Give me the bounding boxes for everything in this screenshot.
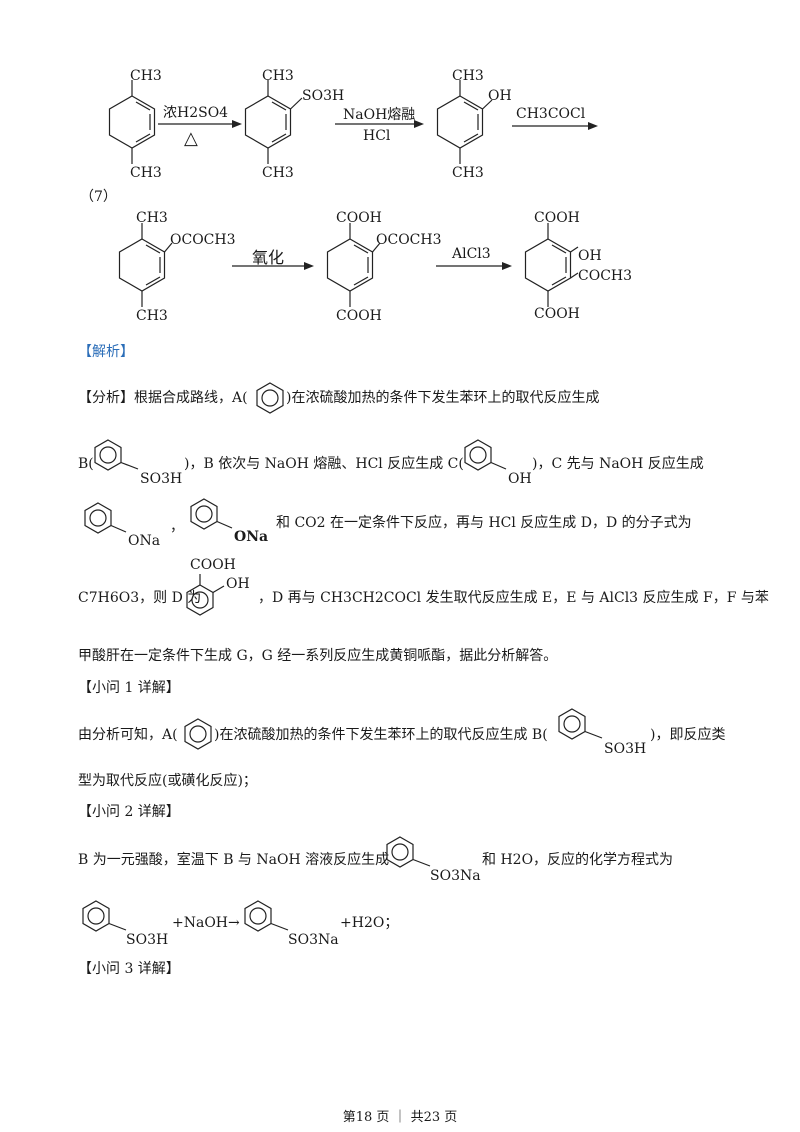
benzenesulfonic-acid-icon <box>82 900 127 932</box>
benzene-ring-icon <box>244 80 303 164</box>
q2-line1a: B 为一元强酸，室温下 B 与 NaOH 溶液反应生成 <box>78 852 390 868</box>
s2-m1-top-group: CH3 <box>136 210 168 226</box>
reaction-arrow-icon <box>158 120 242 128</box>
arrow3-reagent: CH3COCl <box>516 106 586 122</box>
q1-line1c: )，即反应类 <box>650 727 726 743</box>
fenxi-line1a: 【分析】根据合成路线，A( <box>78 390 248 406</box>
salicylic-acid-icon <box>186 574 225 616</box>
fenxi-line5: 甲酸肝在一定条件下生成 G，G 经一系列反应生成黄铜哌酯，据此分析解答。 <box>78 648 558 664</box>
s2-m1-substituent: OCOCH3 <box>170 232 236 248</box>
fenxi-c-substituent: OH <box>508 471 532 487</box>
sodium-benzenesulfonate-icon <box>244 900 289 932</box>
question-7-label: （7） <box>80 189 117 205</box>
arrow1-reagent: 浓H2SO4 <box>163 105 229 121</box>
benzene-ring-icon <box>436 80 493 164</box>
s2-m2-bottom-group: COOH <box>336 308 382 324</box>
q1-line1a: 由分析可知，A( <box>78 727 178 743</box>
eq-product-substituent: SO3Na <box>288 932 339 948</box>
benzenesulfonic-acid-icon <box>558 708 603 740</box>
benzene-icon <box>256 382 284 414</box>
phenol-icon <box>464 439 507 471</box>
arrow2-reagent: NaOH熔融 <box>343 107 416 123</box>
q1-b-substituent: SO3H <box>604 741 647 757</box>
arrow2-workup: HCl <box>363 128 391 144</box>
fenxi-d-hydroxyl: OH <box>226 576 250 592</box>
eq-end: +H2O； <box>340 915 399 931</box>
fenxi-line2a: B( <box>78 456 94 472</box>
benzene-ring-icon <box>108 80 156 164</box>
lewis-acid-reagent: AlCl3 <box>452 246 491 262</box>
reaction-arrow-icon <box>335 120 424 128</box>
m2-substituent: SO3H <box>302 88 345 104</box>
m3-bottom-group: CH3 <box>452 165 484 181</box>
benzene-ring-icon <box>524 223 579 307</box>
s2-m3-acetyl: COCH3 <box>578 268 633 284</box>
fenxi-line4b: ，D 再与 CH3CH2COCl 发生取代反应生成 E，E 与 AlCl3 反应… <box>258 590 769 606</box>
q3-heading: 【小问 3 详解】 <box>78 961 180 977</box>
m1-bottom-group: CH3 <box>130 165 162 181</box>
sodium-phenoxide-icon <box>190 498 233 530</box>
fenxi-d-carboxyl: COOH <box>190 557 236 573</box>
reaction-arrow-icon <box>436 262 512 270</box>
q1-heading: 【小问 1 详解】 <box>78 680 180 696</box>
fenxi-comma: ， <box>170 519 184 535</box>
m2-bottom-group: CH3 <box>262 165 294 181</box>
m3-top-group: CH3 <box>452 68 484 84</box>
benzene-ring-icon <box>118 223 173 307</box>
s2-m1-bottom-group: CH3 <box>136 308 168 324</box>
fenxi-phenoxide2: ONa <box>234 529 269 545</box>
fenxi-phenoxide1: ONa <box>128 533 161 549</box>
m1-top-group: CH3 <box>130 68 162 84</box>
fenxi-line3: 和 CO2 在一定条件下反应，再与 HCl 反应生成 D，D 的分子式为 <box>276 515 692 531</box>
benzene-icon <box>184 718 212 750</box>
fenxi-line2b: )，B 依次与 NaOH 熔融、HCl 反应生成 C( <box>184 456 464 472</box>
s2-m2-substituent: OCOCH3 <box>376 232 442 248</box>
fenxi-line2c: )，C 先与 NaOH 反应生成 <box>532 456 704 472</box>
m3-substituent: OH <box>488 88 512 104</box>
m2-top-group: CH3 <box>262 68 294 84</box>
fenxi-b-substituent: SO3H <box>140 471 183 487</box>
sodium-benzenesulfonate-icon <box>386 836 431 868</box>
q2-heading: 【小问 2 详解】 <box>78 804 180 820</box>
benzene-ring-icon <box>326 223 381 307</box>
page-footer: 第18 页 ｜ 共23 页 <box>342 1110 458 1125</box>
eq-middle: +NaOH→ <box>172 915 240 931</box>
s2-m3-hydroxyl: OH <box>578 248 602 264</box>
heat-icon: △ <box>184 128 198 149</box>
sodium-phenoxide-icon <box>84 502 127 534</box>
s2-m3-top-group: COOH <box>534 210 580 226</box>
q2-product-substituent: SO3Na <box>430 868 481 884</box>
s2-m3-bottom-group: COOH <box>534 306 580 322</box>
q2-line1b: 和 H2O，反应的化学方程式为 <box>482 852 674 868</box>
s2-m2-top-group: COOH <box>336 210 382 226</box>
eq-reactant-substituent: SO3H <box>126 932 169 948</box>
analysis-heading: 【解析】 <box>78 344 134 360</box>
q1-line1b: )在浓硫酸加热的条件下发生苯环上的取代反应生成 B( <box>214 727 548 743</box>
q1-line2: 型为取代反应(或磺化反应)； <box>78 773 257 789</box>
reaction-arrow-icon <box>512 122 598 130</box>
oxidation-reagent: 氧化 <box>252 248 285 267</box>
fenxi-line4a: C7H6O3，则 D 为 <box>78 590 202 606</box>
benzenesulfonic-acid-icon <box>94 439 139 471</box>
fenxi-line1b: )在浓硫酸加热的条件下发生苯环上的取代反应生成 <box>286 390 600 406</box>
reaction-arrow-icon <box>232 262 314 270</box>
